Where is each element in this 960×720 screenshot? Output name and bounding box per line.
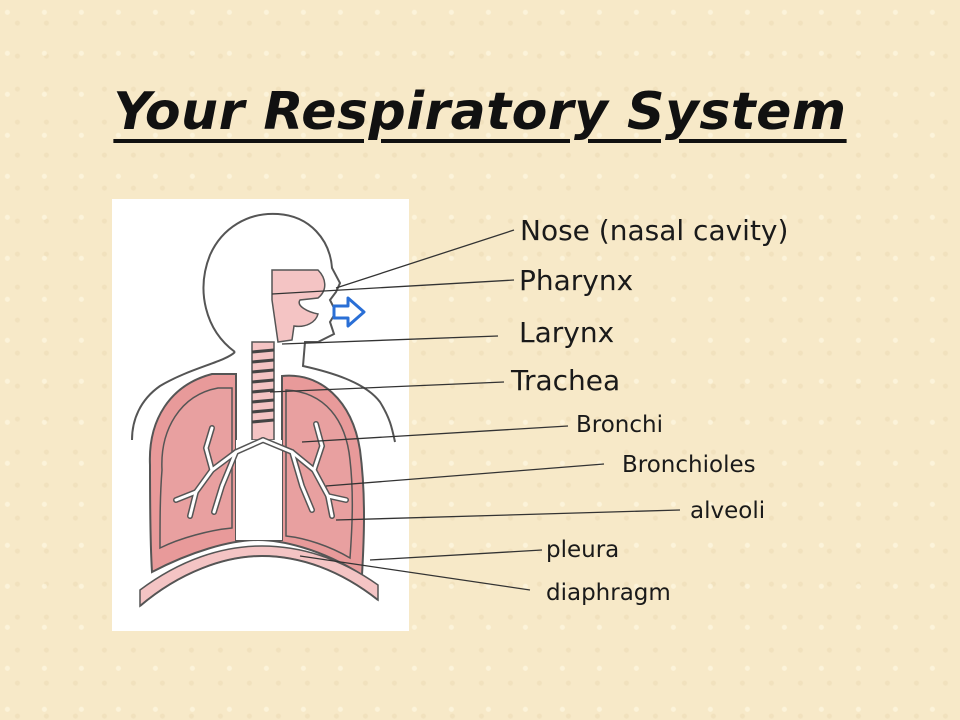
- label-larynx: Larynx: [519, 316, 615, 349]
- label-trachea: Trachea: [511, 364, 621, 397]
- label-alveoli: alveoli: [690, 498, 766, 524]
- label-bronchioles: Bronchioles: [622, 452, 756, 478]
- label-pleura: pleura: [546, 537, 620, 563]
- diagram-panel: [112, 199, 409, 631]
- label-nose: Nose (nasal cavity): [520, 214, 789, 247]
- page-title: Your Respiratory System: [0, 82, 960, 142]
- title-text: Your Respiratory System: [113, 82, 847, 142]
- label-diaphragm: diaphragm: [546, 580, 671, 606]
- label-bronchi: Bronchi: [576, 412, 663, 438]
- label-pharynx: Pharynx: [519, 264, 634, 297]
